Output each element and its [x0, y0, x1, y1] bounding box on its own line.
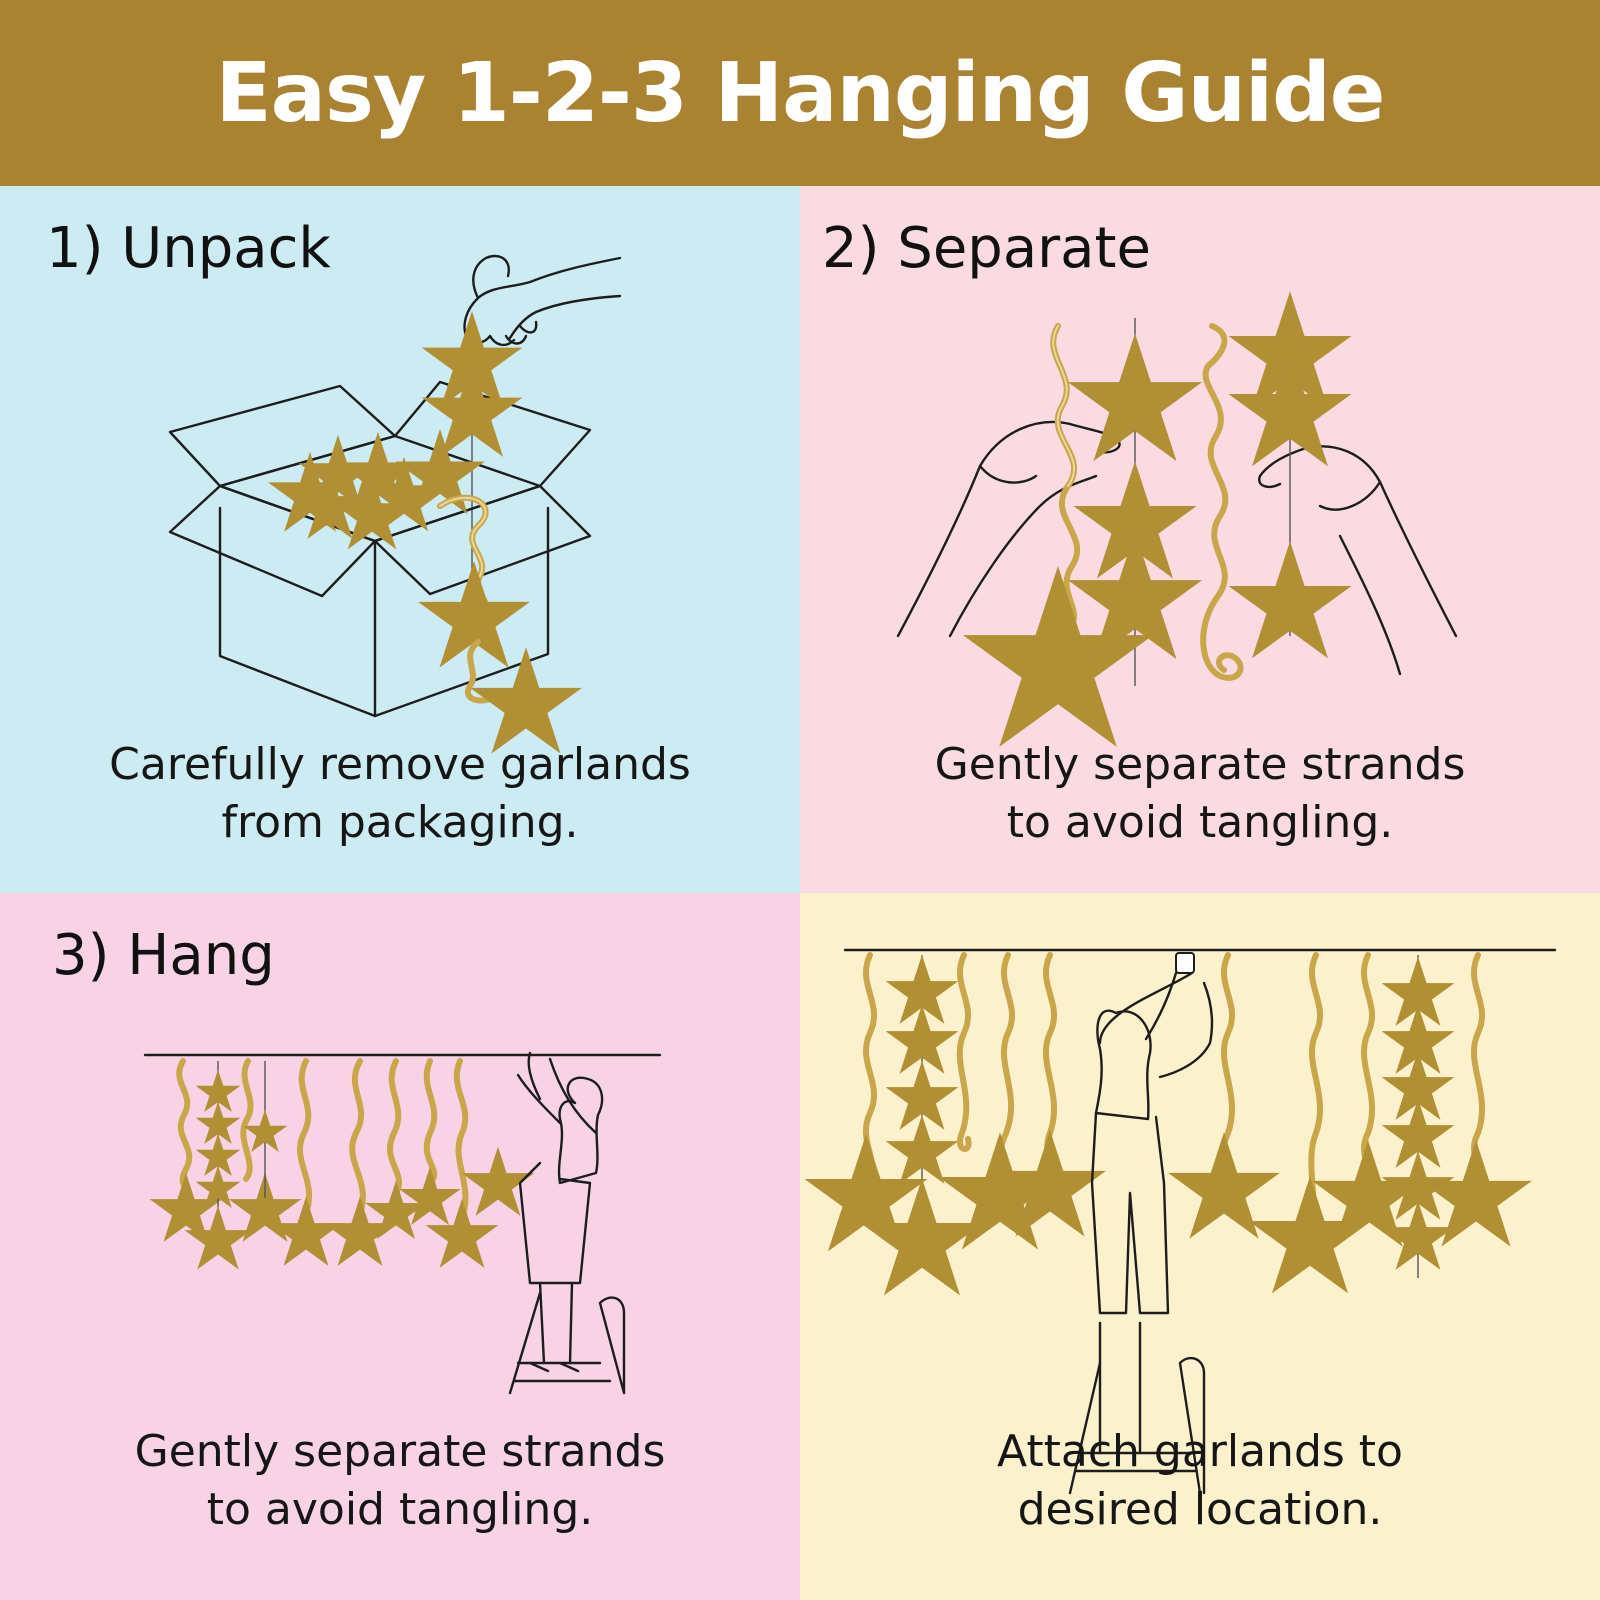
step-caption-attach: Attach garlands to desired location.	[800, 1423, 1600, 1539]
hands-separating-icon	[896, 318, 1458, 893]
step-caption-hang: Gently separate strands to avoid tanglin…	[0, 1423, 800, 1539]
caption-line: Attach garlands to	[997, 1426, 1403, 1477]
step-caption-unpack: Carefully remove garlands from packaging…	[0, 736, 800, 852]
caption-line: Carefully remove garlands	[109, 739, 691, 790]
caption-line: Gently separate strands	[934, 739, 1466, 790]
caption-line: Gently separate strands	[134, 1426, 666, 1477]
caption-line: desired location.	[1017, 1484, 1383, 1535]
caption-line: from packaging.	[221, 797, 579, 848]
step-title-unpack: 1) Unpack	[46, 216, 331, 281]
open-box-icon	[168, 254, 622, 893]
garland-row	[845, 952, 1495, 1278]
woman-attaching-hook-icon	[800, 948, 1557, 1495]
step-title-separate: 2) Separate	[822, 216, 1151, 281]
caption-line: to avoid tangling.	[206, 1484, 594, 1535]
garland-row	[174, 1058, 511, 1251]
step-title-hang: 3) Hang	[52, 923, 275, 988]
step-caption-separate: Gently separate strands to avoid tanglin…	[800, 736, 1600, 852]
header-banner: Easy 1-2-3 Hanging Guide	[0, 0, 1600, 186]
caption-line: to avoid tangling.	[1006, 797, 1394, 848]
step-panel-unpack: 1) Unpack Carefully remove garlands from…	[0, 186, 800, 893]
step-panel-attach: Attach garlands to desired location.	[800, 893, 1600, 1600]
step-panel-separate: 2) Separate Gently separate strands to a…	[800, 186, 1600, 893]
step-panel-hang: 3) Hang Gently separate strands to avoid…	[0, 893, 800, 1600]
page-title: Easy 1-2-3 Hanging Guide	[215, 45, 1386, 141]
woman-on-ladder-icon	[143, 1051, 662, 1395]
